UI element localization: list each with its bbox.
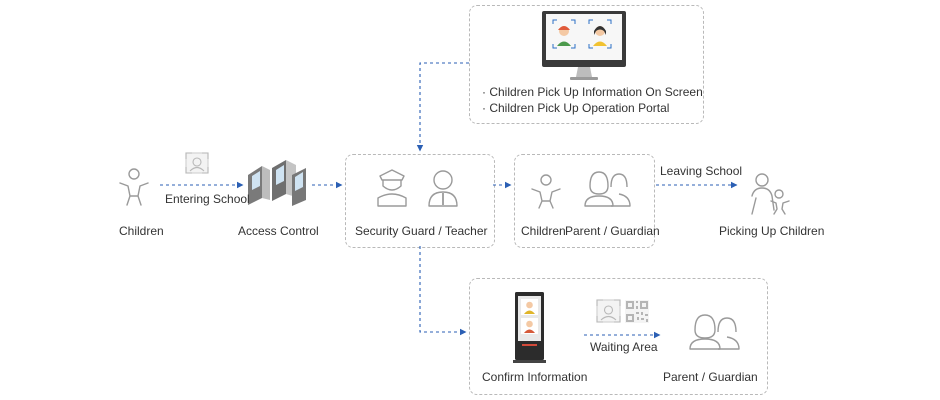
turnstile-icon	[248, 160, 306, 206]
pair-parent-guardian-label: Parent / Guardian	[565, 224, 660, 238]
monitor-icon	[542, 11, 626, 80]
security-guard-icon	[377, 169, 407, 207]
children-parent-box	[514, 154, 655, 248]
pair-children-label: Children	[521, 224, 566, 238]
qr-code-icon	[625, 300, 649, 323]
screen-info-item: · Children Pick Up Information On Screen	[482, 85, 703, 99]
confirm-area-box	[469, 278, 768, 395]
screen-to-guard-arrow	[416, 62, 469, 152]
access-control-label: Access Control	[238, 224, 319, 238]
child-icon-pair	[531, 174, 561, 209]
security-guard-teacher-label: Security Guard / Teacher	[355, 224, 488, 238]
confirm-information-label: Confirm Information	[482, 370, 588, 384]
entering-school-label: Entering School	[165, 192, 250, 206]
parent-guardian-icon	[584, 171, 631, 207]
picking-up-children-label: Picking Up Children	[719, 224, 825, 238]
child-icon	[119, 168, 149, 206]
adult-with-child-icon	[751, 173, 790, 215]
children-label: Children	[119, 224, 164, 238]
waiting-area-label: Waiting Area	[590, 340, 658, 354]
screen-info-box	[469, 5, 704, 124]
teacher-icon	[428, 170, 458, 207]
leaving-school-label: Leaving School	[660, 164, 743, 178]
kiosk-icon	[513, 292, 546, 363]
face-recognition-icon	[185, 152, 209, 174]
parent-guardian-bottom-label: Parent / Guardian	[663, 370, 758, 384]
screen-info-item: · Children Pick Up Operation Portal	[482, 101, 670, 115]
guard-to-confirm-arrow	[419, 246, 467, 336]
parent-guardian-icon-bottom	[689, 314, 740, 350]
face-recognition-icon-small	[596, 299, 621, 323]
